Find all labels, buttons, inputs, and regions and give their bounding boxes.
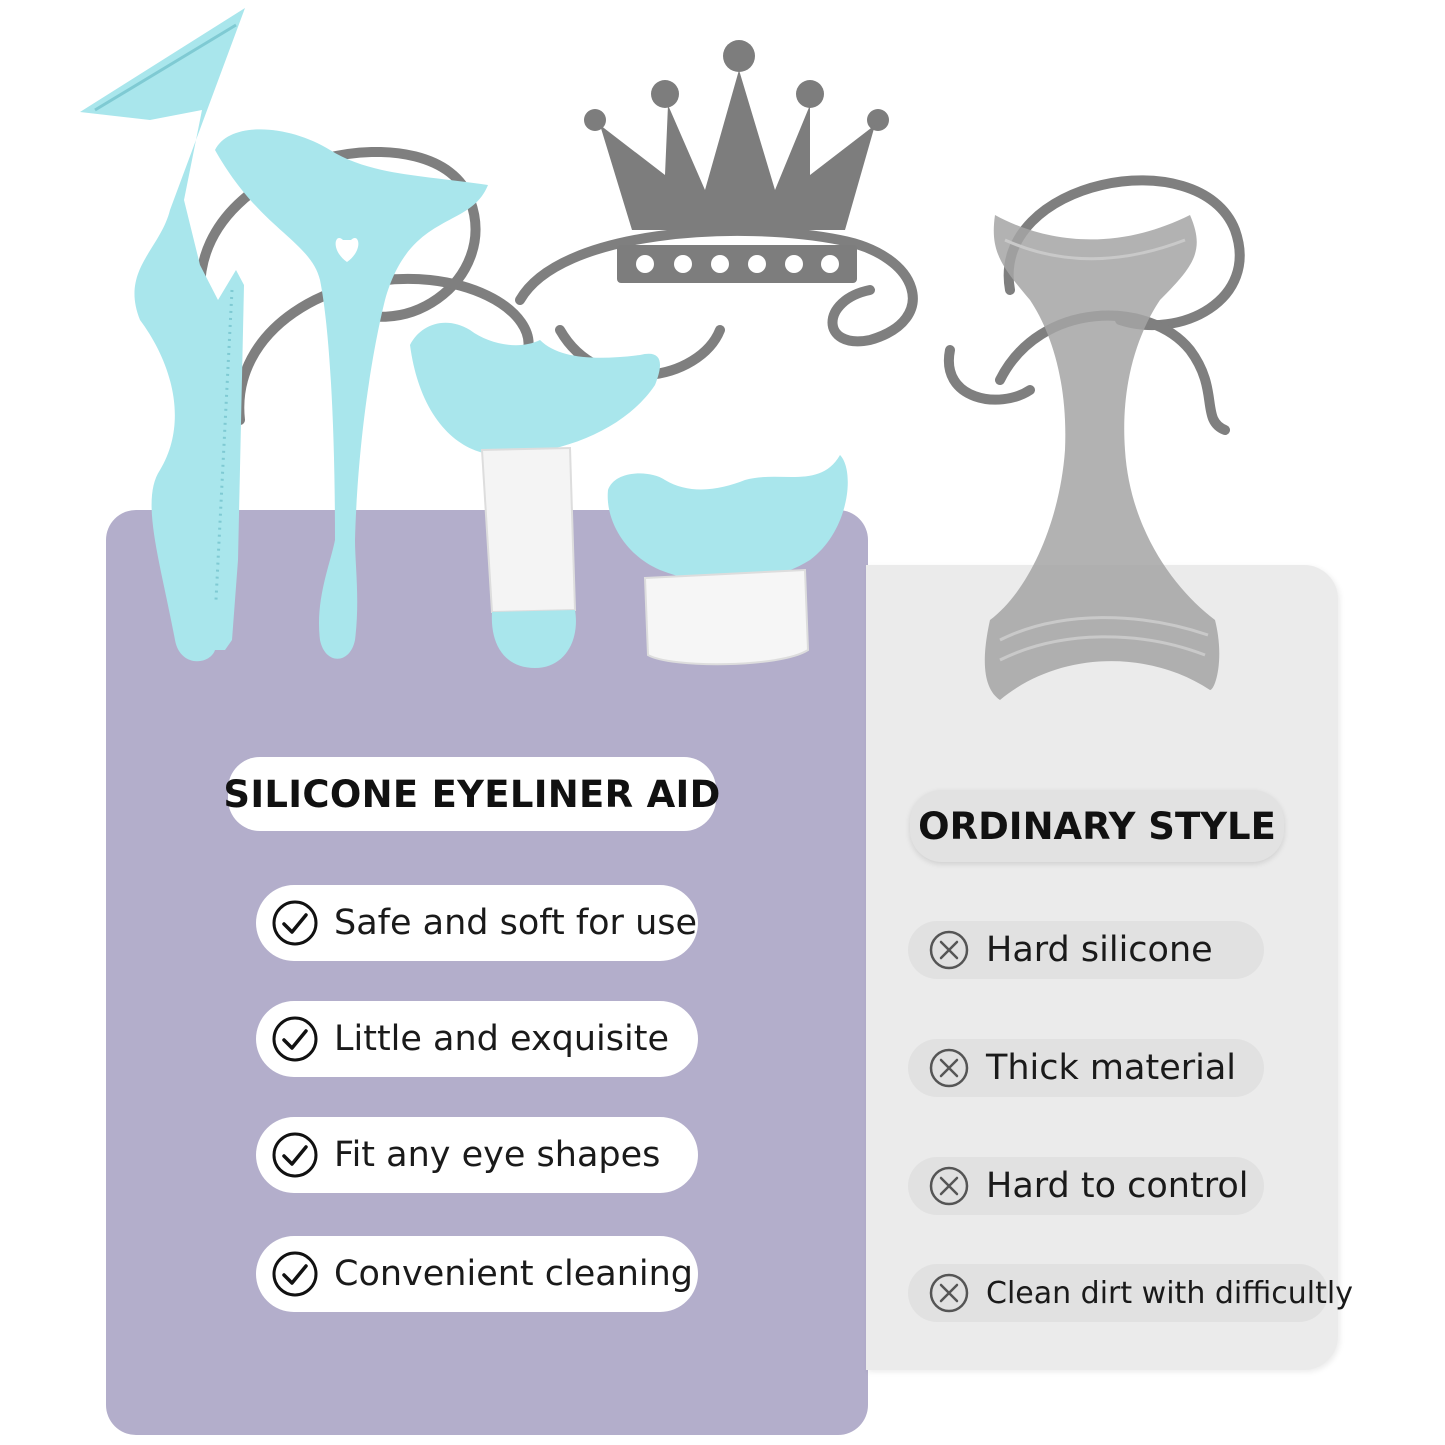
x-circle-icon [929, 930, 969, 970]
drawback-label: Thick material [986, 1048, 1237, 1088]
x-circle-icon [929, 1166, 969, 1206]
check-circle-icon [272, 1132, 318, 1178]
drawback-label: Hard to control [986, 1166, 1249, 1206]
check-circle-icon [272, 1016, 318, 1062]
silicone-tool-shield [410, 322, 660, 668]
drawback-item: Clean dirt with difficultly [908, 1264, 1353, 1322]
crown-icon [584, 40, 889, 283]
drawback-label: Clean dirt with difficultly [986, 1275, 1353, 1311]
feature-label: Convenient cleaning [334, 1254, 694, 1294]
silicone-tool-mini-shield [607, 455, 848, 666]
check-circle-icon [272, 1251, 318, 1297]
silicone-heading: SILICONE EYELINER AID [223, 757, 720, 831]
feature-label: Safe and soft for use [334, 903, 698, 943]
ordinary-tool [984, 215, 1220, 700]
feature-item: Convenient cleaning [256, 1236, 698, 1312]
drawback-label: Hard silicone [986, 930, 1213, 970]
feature-item: Little and exquisite [256, 1001, 698, 1077]
crown-dots [636, 255, 839, 273]
drawback-item: Hard silicone [908, 921, 1264, 979]
silicone-tool-ruler [80, 8, 245, 662]
feature-item: Fit any eye shapes [256, 1117, 698, 1193]
feature-label: Fit any eye shapes [334, 1135, 661, 1175]
feature-label: Little and exquisite [334, 1019, 669, 1059]
silicone-tool-wing [215, 129, 488, 659]
check-circle-icon [272, 900, 318, 946]
ordinary-heading: ORDINARY STYLE [910, 790, 1284, 862]
x-circle-icon [929, 1273, 969, 1313]
feature-item: Safe and soft for use [256, 885, 698, 961]
drawback-item: Hard to control [908, 1157, 1264, 1215]
product-illustration [80, 8, 1245, 700]
x-circle-icon [929, 1048, 969, 1088]
drawback-item: Thick material [908, 1039, 1264, 1097]
